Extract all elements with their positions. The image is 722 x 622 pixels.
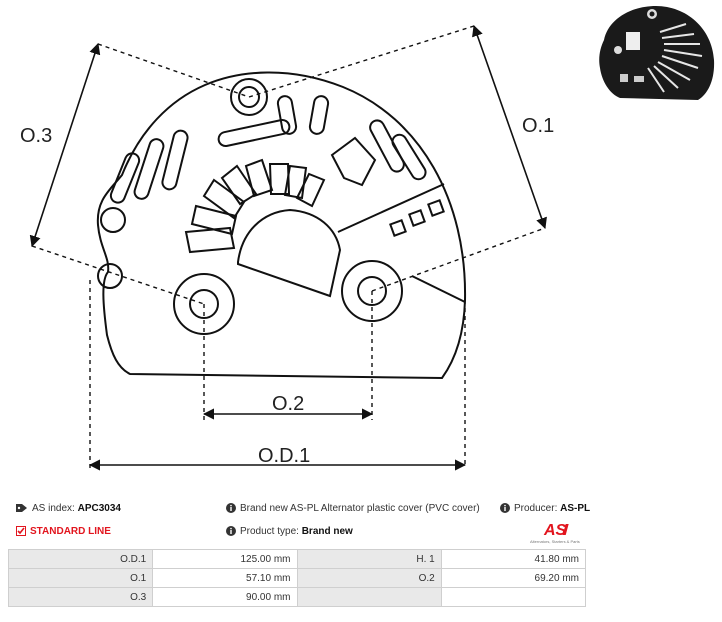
spec-label: H. 1 xyxy=(296,549,442,569)
cover-outline xyxy=(96,71,467,380)
spec-value: 57.10 mm xyxy=(152,568,298,588)
bolt-hole-right xyxy=(341,260,403,322)
producer: Producer: AS-PL xyxy=(500,503,590,514)
spec-label: O.2 xyxy=(296,568,442,588)
bolt-hole-left xyxy=(173,273,235,335)
small-hole-bottom-left xyxy=(97,263,123,289)
spec-value: 90.00 mm xyxy=(152,587,298,607)
svg-text:Alternators, Starters & Parts: Alternators, Starters & Parts xyxy=(530,539,580,544)
product-type: Product type: Brand new xyxy=(226,526,353,537)
spec-label xyxy=(296,587,442,607)
label-od1: O.D.1 xyxy=(258,445,310,467)
dimension-o3-line xyxy=(29,42,101,248)
checkbox-icon xyxy=(16,526,26,537)
spec-table: O.D.1 125.00 mm H. 1 41.80 mm O.1 57.10 … xyxy=(7,549,587,607)
product-photo xyxy=(599,6,715,100)
info-icon xyxy=(500,503,510,514)
spec-value: 125.00 mm xyxy=(152,549,298,569)
product-type-value: Brand new xyxy=(301,526,353,537)
dimension-o1-line xyxy=(472,24,547,230)
spec-value: 41.80 mm xyxy=(440,549,587,569)
standard-line-label: STANDARD LINE xyxy=(30,526,111,537)
product-type-label: Product type: xyxy=(240,526,299,537)
bolt-hole-top-inner xyxy=(238,86,260,108)
description-text: Brand new AS-PL Alternator plastic cover… xyxy=(240,503,480,514)
table-row: O.1 57.10 mm O.2 69.20 mm xyxy=(7,568,587,588)
label-o3: O.3 xyxy=(20,125,52,147)
spec-label: O.D.1 xyxy=(7,549,154,569)
description: Brand new AS-PL Alternator plastic cover… xyxy=(226,503,480,514)
tag-icon xyxy=(16,504,27,513)
info-icon xyxy=(226,526,236,537)
bolt-hole-top xyxy=(230,78,268,116)
producer-label: Producer: xyxy=(514,503,558,514)
as-index: AS index: APC3034 xyxy=(16,503,121,514)
info-icon xyxy=(226,503,236,514)
as-index-value: APC3034 xyxy=(77,503,121,514)
standard-line: STANDARD LINE xyxy=(16,526,111,537)
as-pl-logo: AS Alternators, Starters & Parts xyxy=(530,522,580,544)
label-o2: O.2 xyxy=(272,393,304,415)
producer-value: AS-PL xyxy=(560,503,591,514)
table-row: O.3 90.00 mm xyxy=(7,587,587,607)
bolt-hole-right-inner xyxy=(357,276,387,306)
table-row: O.D.1 125.00 mm H. 1 41.80 mm xyxy=(7,549,587,569)
technical-drawing: O.3 O.1 O.2 O.D.1 xyxy=(20,24,554,471)
spec-value: 69.20 mm xyxy=(440,568,587,588)
label-o1: O.1 xyxy=(522,115,554,137)
svg-text:AS: AS xyxy=(543,522,567,539)
spec-value xyxy=(440,587,587,607)
spec-label: O.3 xyxy=(7,587,154,607)
spec-label: O.1 xyxy=(7,568,154,588)
bolt-hole-left-inner xyxy=(189,289,219,319)
center-dome xyxy=(237,208,342,298)
small-hole-left xyxy=(100,207,126,233)
as-index-label: AS index: xyxy=(32,503,75,514)
